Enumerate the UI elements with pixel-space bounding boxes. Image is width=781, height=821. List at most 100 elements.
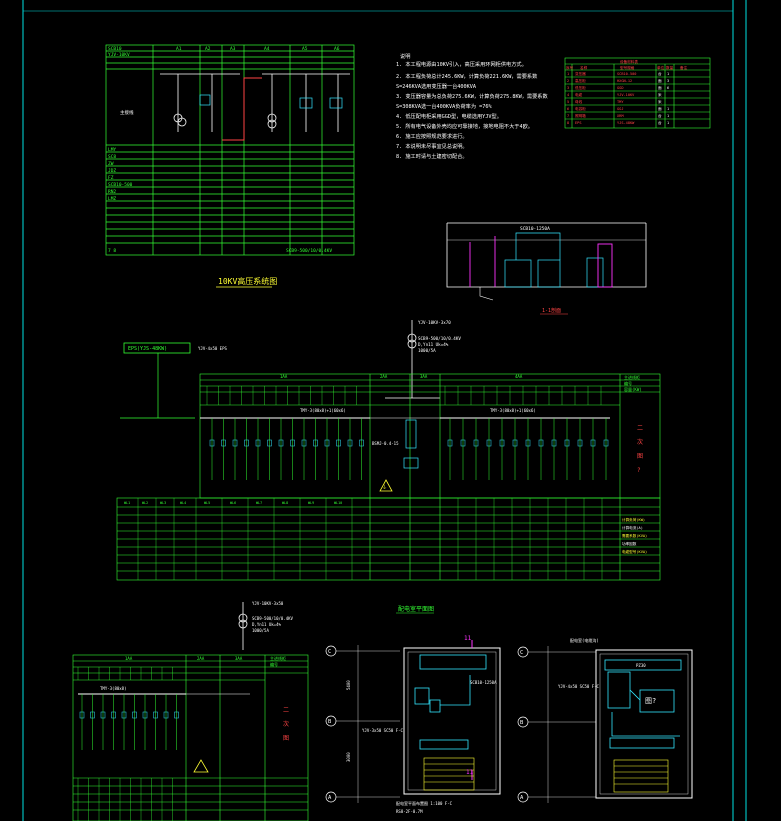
equipment-table-row: XRM	[617, 114, 624, 118]
hv-row-label-1: YJV-10KV	[108, 52, 130, 58]
lv-right-note-3: 功率因数	[622, 541, 637, 546]
equipment-table-header: 单位	[657, 65, 665, 70]
equipment-table-row: SCB10-500	[617, 72, 636, 76]
notes-line-4: 3. 变压器容量为总负荷275.6KW，计算负荷275.8KW，需要系数	[396, 92, 548, 100]
lv2-breaker-symbol	[142, 711, 148, 719]
busbar-label: TMY-3(80x8)+1(60x6)	[300, 408, 346, 413]
axis-B-1: B	[328, 719, 332, 725]
second-vertical-0: 二	[283, 707, 289, 714]
lv-breaker-symbol	[499, 439, 505, 447]
hv-col-A4: A4	[264, 46, 270, 52]
notes-line-2: 2. 本工程负荷总计245.6KW，计算负荷221.6KW，需要系数	[396, 72, 538, 80]
main-lv-diagram: YJV-10KV-3x70 SCB9-500/10/0.4KV D,Yn11 U…	[116, 320, 661, 581]
eps-right-label: YJV-4x50 EPS	[198, 346, 227, 351]
hv-panel-table: 主接线 SCB10 YJV-10KV LMY SC8 ZW JDZ FZ SCB…	[105, 44, 355, 288]
equipment-table-row: 低压柜	[575, 85, 586, 90]
lv-code-4: WL5	[204, 501, 210, 505]
equipment-table-header: 名称	[580, 65, 588, 70]
notes-line-8: 6. 施工应按照规范要求进行。	[396, 132, 468, 140]
hv-row-label-6: FZ	[108, 175, 114, 181]
equipment-table: 设备材料表 序号 名称 型号规格 单位 数量 备注 1 变压器 SCB10-50…	[564, 57, 711, 129]
plan2-inner-1: 图?	[645, 697, 656, 705]
lv-breaker-symbol	[486, 439, 492, 447]
axis-B-2: B	[520, 720, 524, 726]
lv-breaker-symbol	[244, 439, 249, 447]
plan1-top-label: SCB10-1250A	[470, 680, 497, 685]
second-vertical-1: 次	[283, 720, 289, 728]
second-tx-sub: D,Yn11 Uk=4%	[252, 622, 281, 627]
lv-breaker-symbol	[336, 439, 341, 447]
hv-row-footer: 7 8	[108, 248, 116, 254]
hv-bottom-label: SCB9-500/10/0.4KV	[286, 248, 332, 254]
equipment-table-header: 型号规格	[620, 65, 635, 70]
busbar-label-right: TMY-3(80x8)+1(60x6)	[490, 408, 536, 413]
equipment-table-header: 备注	[680, 65, 688, 70]
ground-symbol-2	[193, 759, 209, 773]
lv-breaker-symbol	[209, 439, 215, 447]
equipment-table-row: 台	[658, 113, 662, 118]
lv-code-2: WL3	[160, 501, 166, 505]
equipment-table-row: 母线	[575, 99, 583, 104]
hv-row-label-3: SC8	[108, 154, 116, 160]
dim-1: 5400	[346, 680, 351, 690]
lv-right-note-4: 电缆型号(KVA)	[622, 549, 647, 554]
second-side-0: 主进线柜	[270, 655, 286, 661]
equipment-table-row: 面	[658, 78, 662, 83]
hv-col-A2: A2	[205, 46, 211, 52]
lv-code-5: WL6	[230, 501, 236, 505]
lv-breaker-symbol	[577, 439, 583, 447]
equipment-table-row: YJV-10KV	[617, 93, 635, 97]
plan1-number-bottom: 11	[466, 769, 474, 776]
notes-heading: 说明	[400, 52, 410, 60]
second-header-0: 1AA	[125, 656, 133, 661]
main-tx-sub2: 1000/5A	[418, 348, 436, 353]
lv-vertical-3: ?	[637, 467, 641, 474]
second-lv-diagram: YJV-10KV-3x50 SCB9-500/10/0.4KV D,Yn11 U…	[72, 601, 309, 821]
hv-title: 10KV高压系统图	[218, 276, 277, 286]
hv-col-A5: A5	[302, 46, 308, 52]
lv-breaker-symbol	[324, 439, 330, 447]
lv-breaker-symbol	[590, 439, 596, 447]
equipment-table-row: 变压器	[575, 71, 586, 76]
lv2-breaker-symbol	[121, 711, 127, 719]
lv-breaker-symbol	[221, 439, 226, 447]
lv-breaker-symbol	[460, 439, 466, 447]
hv-row-label-4: ZW	[108, 161, 114, 167]
equipment-table-row: 1	[667, 114, 669, 118]
equipment-table-row: 3	[667, 79, 669, 83]
equipment-table-row: HXGN-12	[617, 79, 632, 83]
equipment-table-title: 设备材料表	[620, 59, 638, 64]
lv-breaker-symbol	[564, 439, 570, 447]
lv-breaker-symbol	[267, 439, 272, 447]
hv-side-label: 主接线	[120, 109, 134, 116]
equipment-table-header: 序号	[566, 65, 574, 70]
lv2-breaker-symbol	[100, 711, 106, 719]
second-tx-spec: SCB9-500/10/0.4KV	[252, 616, 294, 621]
equipment-table-row: 米	[658, 92, 662, 97]
hv-row-label-0: SCB10	[108, 46, 122, 52]
hv-row-label-8: RN2	[108, 189, 116, 195]
lv2-breaker-symbol	[90, 711, 95, 719]
plan1-number-top: 11	[464, 635, 472, 642]
notes-line-6: 4. 低压配电柜采用GGD型，电缆选用YJV型。	[396, 112, 502, 120]
equipment-table-row: 1	[667, 107, 669, 111]
main-tx-feeder-label: YJV-10KV-3x70	[418, 320, 451, 325]
notes-line-9: 7. 本说明未尽事宜见总说明。	[396, 142, 468, 150]
equipment-table-row: 8	[567, 121, 569, 125]
lv-vertical-1: 次	[637, 438, 643, 446]
equipment-table-row: 1	[567, 72, 569, 76]
lv2-breaker-symbol	[174, 711, 179, 719]
main-tx-sub1: D,Yn11 Uk=4%	[418, 342, 449, 347]
notes-line-5: S=308KVA选一台400KVA负荷率为 =76%	[396, 102, 493, 110]
equipment-table-row: EPS	[575, 121, 582, 125]
equipment-table-row: 台	[658, 120, 662, 125]
notes-line-10: 8. 施工时请与土建密切配合。	[396, 152, 468, 160]
lv-group-3: 3AA	[420, 374, 428, 379]
floor-plan-title: 配电室平面图	[398, 605, 434, 613]
hv-row-label-7: SCB10-500	[108, 182, 133, 188]
lv2-breaker-symbol	[163, 711, 169, 719]
eps-label: EPS(YJS-48KW)	[128, 346, 167, 352]
equipment-table-row: 2	[567, 79, 569, 83]
notes-line-1: 1. 本工程电源由10KV引入，高压采用环网柜供电方式。	[396, 60, 527, 68]
